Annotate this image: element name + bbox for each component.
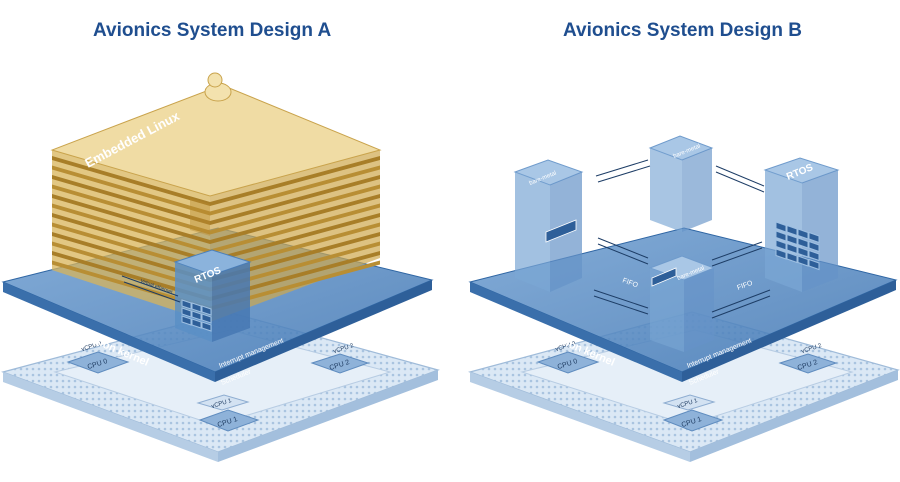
tux-logo <box>204 72 232 102</box>
rtos-process-cell <box>786 233 798 246</box>
rtos-process-cell <box>808 240 820 253</box>
rtos-process-cell <box>786 242 798 255</box>
design-b: CPU 0 vCPU 0 CPU 1 vCPU 1 CPU 2 vCPU 2 S… <box>468 135 900 462</box>
rtos-process-cell <box>808 249 820 262</box>
rtos-process-cell <box>797 228 809 240</box>
rtos-process-cell <box>191 318 202 329</box>
rtos-process-cell <box>775 248 787 260</box>
rtos-process-cell <box>201 313 212 324</box>
rtos-process-cell <box>797 237 809 249</box>
rtos-process-cell <box>201 321 212 332</box>
rtos-process-cell <box>797 246 809 258</box>
rtos-process-cell <box>808 258 820 271</box>
rtos-process-cell <box>201 305 212 316</box>
rtos-process-cell <box>191 310 202 321</box>
rtos-process-cell <box>191 302 202 313</box>
fifo-label-2: FIFO <box>736 210 754 222</box>
cpu-1-chip-a: CPU 1 vCPU 1 <box>196 394 260 432</box>
rtos-a-processes <box>181 299 212 332</box>
rtos-process-cell <box>181 299 192 310</box>
design-a-title: Avionics System Design A <box>93 20 332 41</box>
rtos-process-cell <box>797 255 809 267</box>
bare-metal-partition-left: bare-metal <box>513 159 584 292</box>
bare-metal-partition-top: bare-metal <box>648 135 714 232</box>
chip-a <box>1 311 440 462</box>
cpu-1-chip-b: CPU 1 vCPU 1 <box>662 394 724 432</box>
rtos-process-cell <box>775 230 787 242</box>
rtos-process-cell <box>786 251 798 264</box>
rtos-process-cell <box>181 307 192 318</box>
rtos-process-cell <box>775 239 787 251</box>
design-a: CPU 0 vCPU 0 CPU 1 vCPU 1 CPU 2 vCPU 2 S… <box>1 72 440 462</box>
rtos-process-cell <box>786 224 798 237</box>
rtos-process-cell <box>181 315 192 326</box>
design-b-title: Avionics System Design B <box>563 20 802 41</box>
fifo-channels <box>593 159 771 319</box>
rtos-block-b: RTOS <box>763 157 840 292</box>
rtos-block-a: RTOS <box>173 249 252 342</box>
bare-metal-partition-center: bare-metal <box>648 255 716 352</box>
rtos-process-cell <box>808 231 820 244</box>
rtos-process-cell <box>775 221 787 233</box>
fifo-label-1: FIFO <box>621 215 639 227</box>
rtos-b-processes <box>775 221 820 271</box>
